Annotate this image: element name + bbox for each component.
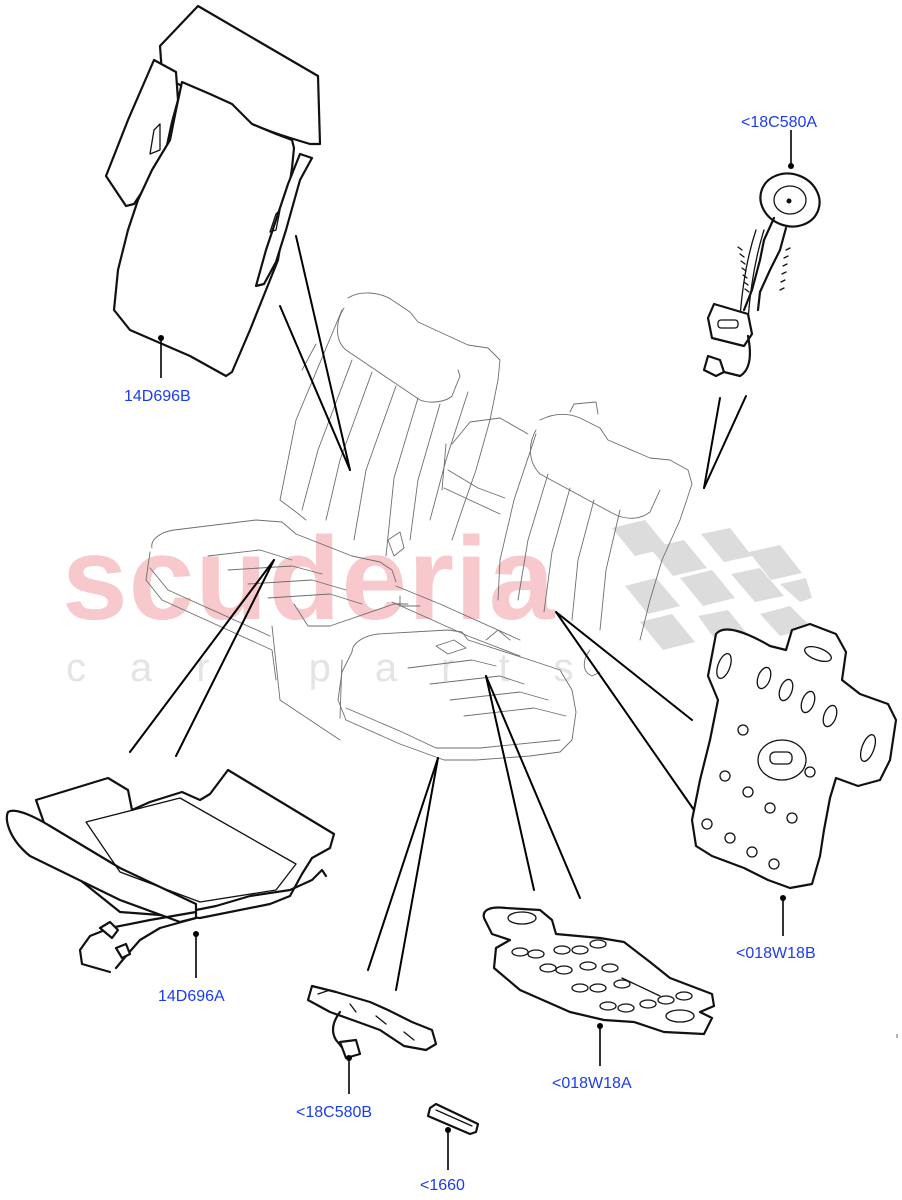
part-label-018W18A[interactable]: <018W18A: [552, 1075, 632, 1092]
checkered-flag-watermark: [612, 520, 812, 650]
part-label-18C580B[interactable]: <18C580B: [296, 1104, 373, 1121]
part-label-1660[interactable]: <1660: [420, 1177, 465, 1194]
part-018W18B-drawing: [690, 622, 898, 890]
part-label-018W18B[interactable]: <018W18B: [736, 945, 816, 962]
part-1660-drawing: [426, 1102, 480, 1136]
part-018W18A-drawing: [482, 906, 716, 1036]
part-14D696A-drawing: [5, 768, 336, 974]
part-label-14D696A[interactable]: 14D696A: [158, 988, 225, 1005]
part-18C580B-drawing: [306, 984, 438, 1060]
part-label-14D696B[interactable]: 14D696B: [124, 388, 191, 405]
part-18C580A-drawing: [702, 172, 821, 378]
part-label-18C580A[interactable]: <18C580A: [741, 114, 818, 131]
leader-lines: [129, 235, 747, 991]
part-14D696B-drawing: [104, 4, 322, 378]
rear-seat-assembly-outline: [145, 292, 693, 761]
label-pointers: [158, 130, 898, 1170]
